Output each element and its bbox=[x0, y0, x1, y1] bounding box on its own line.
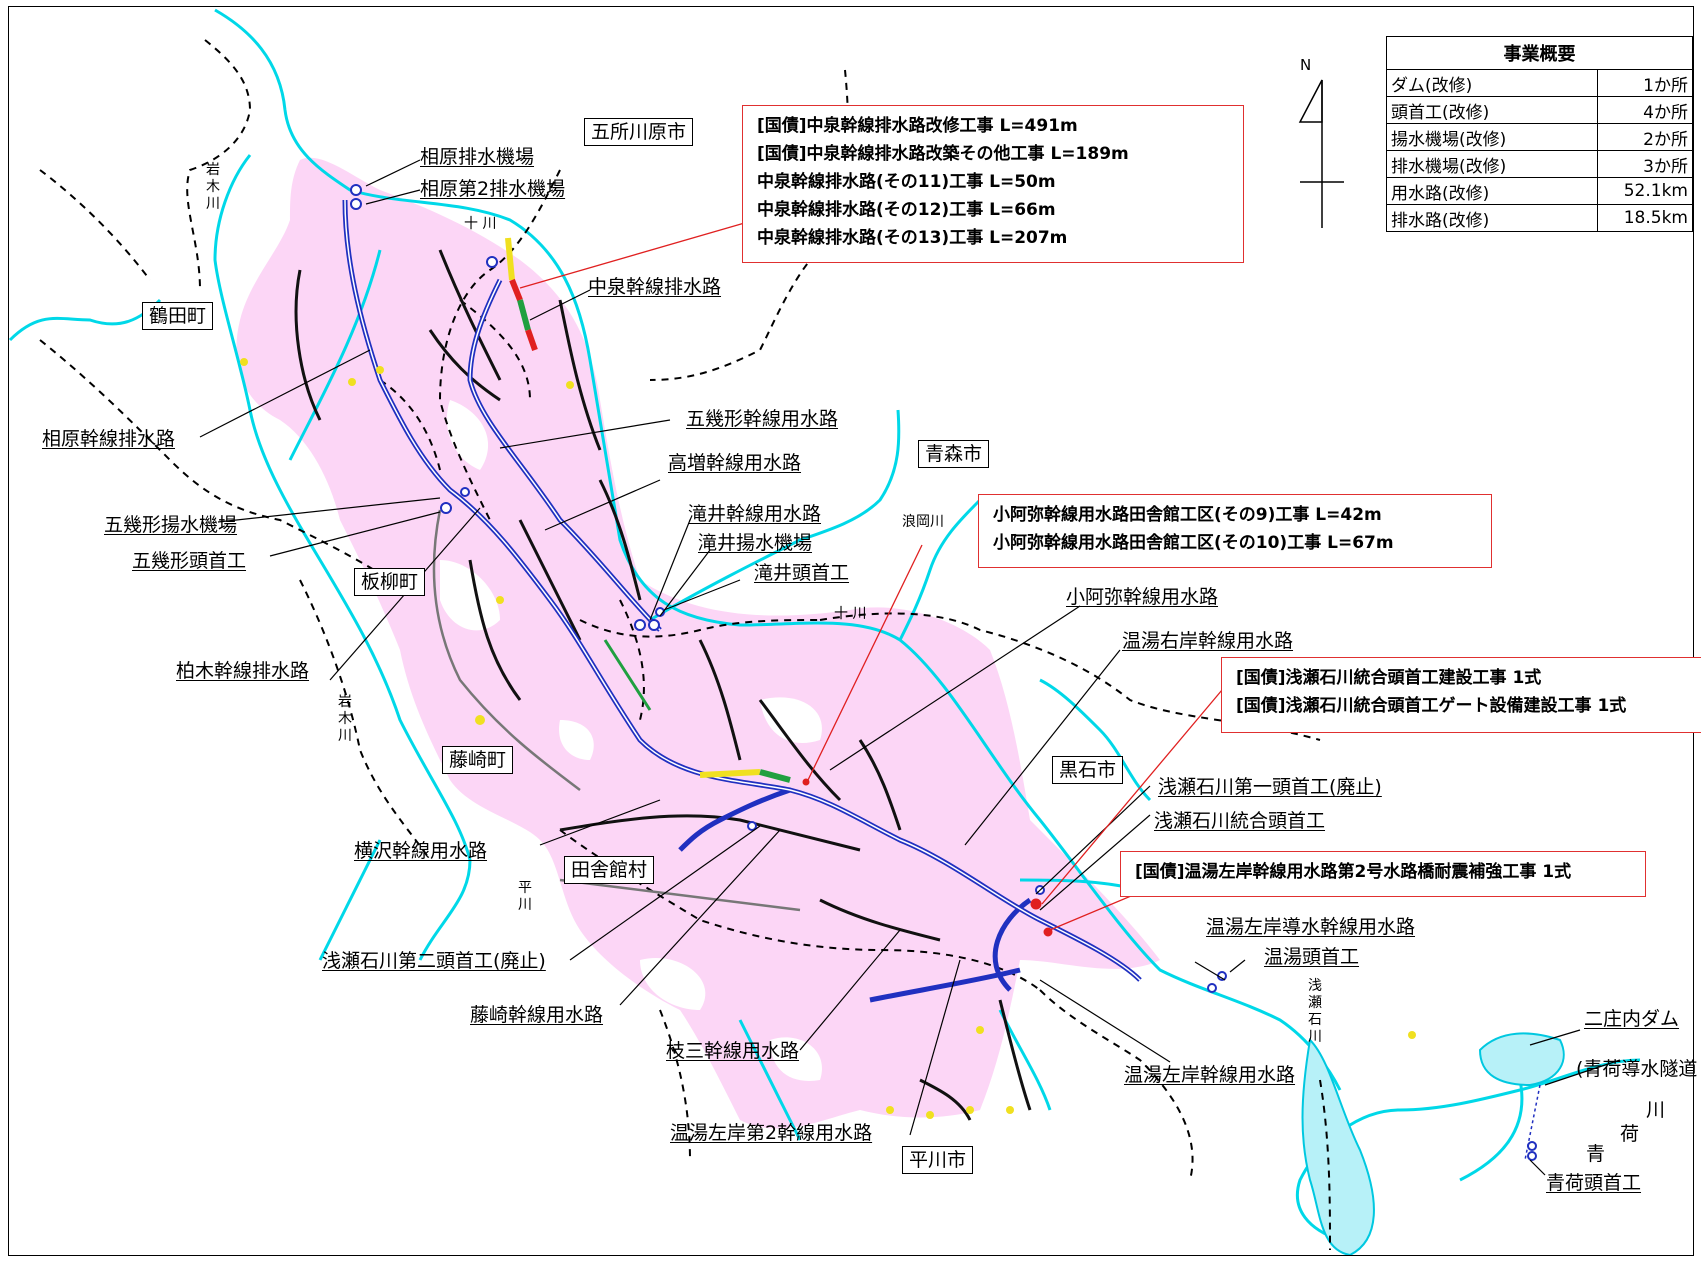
summary-row: 用水路(改修)52.1km bbox=[1386, 177, 1693, 205]
label-yokosawa-canal: 横沢幹線用水路 bbox=[354, 840, 488, 862]
label-gokisho-canal: 五幾形幹線用水路 bbox=[686, 408, 839, 430]
river-label-aoni-ni: 荷 bbox=[1620, 1123, 1640, 1145]
callout-koami-projects: 小阿弥幹線用水路田舎館工区(その9)工事 L=42m 小阿弥幹線用水路田舎館工区… bbox=[978, 494, 1492, 568]
callout-nuruyu-projects: [国債]温湯左岸幹線用水路第2号水路橋耐震補強工事 1式 bbox=[1120, 851, 1646, 897]
project-line: [国債]温湯左岸幹線用水路第2号水路橋耐震補強工事 1式 bbox=[1135, 862, 1572, 882]
municipality-hirakawa: 平川市 bbox=[902, 1146, 974, 1174]
label-aihara-pump: 相原排水機場 bbox=[420, 146, 535, 168]
project-line: 中泉幹線排水路(その13)工事 L=207m bbox=[757, 228, 1068, 248]
summary-row: 排水路(改修)18.5km bbox=[1386, 204, 1693, 232]
label-takii-weir: 滝井頭首工 bbox=[754, 562, 850, 584]
project-line: 中泉幹線排水路(その12)工事 L=66m bbox=[757, 200, 1056, 220]
callout-asase-projects: [国債]浅瀬石川統合頭首工建設工事 1式 [国債]浅瀬石川統合頭首工ゲート設備建… bbox=[1221, 657, 1701, 733]
project-highlights bbox=[505, 237, 791, 783]
irrigation-canals-inner bbox=[344, 199, 1141, 981]
non-area-patches bbox=[440, 400, 822, 1081]
project-line: [国債]浅瀬石川統合頭首工ゲート設備建設工事 1式 bbox=[1236, 696, 1627, 716]
municipality-fujisaki: 藤崎町 bbox=[442, 746, 514, 774]
label-nishonai-dam: 二庄内ダム bbox=[1584, 1008, 1680, 1030]
summary-title: 事業概要 bbox=[1386, 36, 1693, 70]
river-label-towada-top: 十 川 bbox=[464, 216, 497, 232]
river-label-iwaki-mid: 岩 木 川 bbox=[338, 694, 352, 744]
municipality-aomori: 青森市 bbox=[918, 440, 990, 468]
project-line: [国債]中泉幹線排水路改修工事 L=491m bbox=[757, 116, 1078, 136]
municipality-kuroishi: 黒石市 bbox=[1052, 756, 1124, 784]
project-line: [国債]中泉幹線排水路改築その他工事 L=189m bbox=[757, 144, 1129, 164]
label-gokisho-pump: 五幾形揚水機場 bbox=[104, 514, 238, 536]
callout-nakaizumi-projects: [国債]中泉幹線排水路改修工事 L=491m [国債]中泉幹線排水路改築その他工… bbox=[742, 105, 1244, 263]
project-summary-table: 事業概要 ダム(改修)1か所 頭首工(改修)4か所 揚水機場(改修)2か所 排水… bbox=[1386, 36, 1693, 232]
river-label-towada-mid: 十 川 bbox=[834, 606, 867, 622]
beneficiary-area bbox=[236, 157, 1161, 1129]
yellow-points bbox=[240, 358, 1416, 1119]
leader-lines bbox=[199, 159, 1621, 1176]
label-nuruyu-left-guide: 温湯左岸導水幹線用水路 bbox=[1206, 916, 1416, 938]
label-nuruyu-left-canal: 温湯左岸幹線用水路 bbox=[1124, 1064, 1296, 1086]
municipality-itayanagi: 板柳町 bbox=[354, 568, 426, 596]
label-nakaizumi-drain: 中泉幹線排水路 bbox=[588, 276, 722, 298]
label-takamasu-canal: 高増幹線用水路 bbox=[668, 452, 802, 474]
label-gokisho-weir: 五幾形頭首工 bbox=[132, 550, 247, 572]
label-asase-integrated: 浅瀬石川統合頭首工 bbox=[1154, 810, 1326, 832]
label-fujisaki-canal: 藤崎幹線用水路 bbox=[470, 1004, 604, 1026]
summary-row: 頭首工(改修)4か所 bbox=[1386, 96, 1693, 124]
summary-row: 揚水機場(改修)2か所 bbox=[1386, 123, 1693, 151]
summary-row: 排水機場(改修)3か所 bbox=[1386, 150, 1693, 178]
river-label-aoni-kawa: 川 bbox=[1646, 1099, 1666, 1121]
label-kashiwagi-drain: 柏木幹線排水路 bbox=[176, 660, 310, 682]
dam-lake bbox=[1301, 1037, 1375, 1257]
river-label-iwaki-top: 岩 木 川 bbox=[206, 162, 220, 212]
project-line: 小阿弥幹線用水路田舎館工区(その9)工事 L=42m bbox=[993, 505, 1382, 525]
label-aoni-tunnel: (青荷導水隧道 bbox=[1576, 1058, 1698, 1080]
project-line: 中泉幹線排水路(その11)工事 L=50m bbox=[757, 172, 1056, 192]
north-label: N bbox=[1300, 56, 1312, 74]
label-nuruyu-right-canal: 温湯右岸幹線用水路 bbox=[1122, 630, 1294, 652]
municipality-tsuruta: 鶴田町 bbox=[142, 302, 214, 330]
label-aoni-weir: 青荷頭首工 bbox=[1546, 1172, 1642, 1194]
red-markers bbox=[802, 778, 1053, 937]
label-aihara-pump2: 相原第2排水機場 bbox=[420, 178, 566, 200]
river-label-aoni-ao: 青 bbox=[1586, 1143, 1606, 1165]
project-line: 小阿弥幹線用水路田舎館工区(その10)工事 L=67m bbox=[993, 533, 1394, 553]
label-nuruyu-left2-canal: 温湯左岸第2幹線用水路 bbox=[670, 1122, 873, 1144]
facility-markers bbox=[350, 184, 1537, 1161]
label-takii-pump: 滝井揚水機場 bbox=[698, 532, 813, 554]
label-takii-canal: 滝井幹線用水路 bbox=[688, 503, 822, 525]
river-label-hamaoka: 浪岡川 bbox=[902, 514, 944, 530]
label-aihara-drain: 相原幹線排水路 bbox=[42, 428, 176, 450]
label-edasan-canal: 枝三幹線用水路 bbox=[666, 1040, 800, 1062]
summary-row: ダム(改修)1か所 bbox=[1386, 69, 1693, 97]
nishonai-dam-lake bbox=[1478, 1032, 1565, 1087]
red-leader-lines bbox=[519, 221, 1223, 931]
municipality-inakadate: 田舎館村 bbox=[564, 856, 655, 884]
drainage-channels bbox=[294, 249, 1032, 1121]
label-asase-weir1: 浅瀬石川第一頭首工(廃止) bbox=[1158, 776, 1382, 798]
north-arrow bbox=[1298, 79, 1344, 228]
project-line: [国債]浅瀬石川統合頭首工建設工事 1式 bbox=[1236, 668, 1542, 688]
label-koami-canal: 小阿弥幹線用水路 bbox=[1066, 586, 1219, 608]
river-label-hira: 平 川 bbox=[518, 880, 532, 913]
label-asase-weir2: 浅瀬石川第二頭首工(廃止) bbox=[322, 950, 546, 972]
river-label-asase: 浅 瀬 石 川 bbox=[1308, 978, 1322, 1045]
label-nuruyu-weir: 温湯頭首工 bbox=[1264, 946, 1360, 968]
municipality-goshogawara: 五所川原市 bbox=[584, 118, 694, 146]
